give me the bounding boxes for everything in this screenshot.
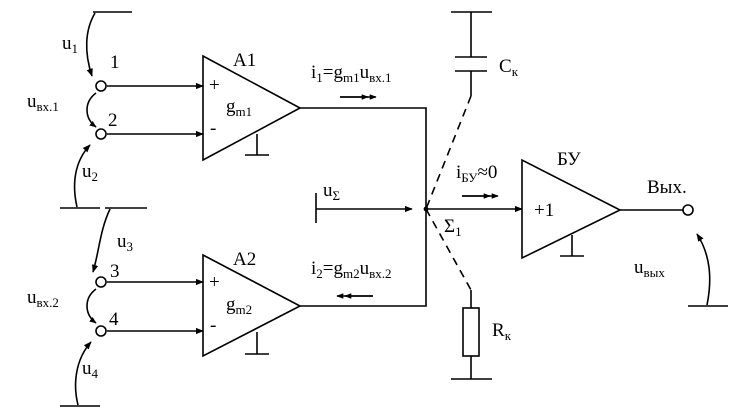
u-out-label: uвых [634, 257, 665, 280]
a1-gm-main: g [226, 96, 236, 117]
a1-gm: gm1 [226, 96, 252, 119]
output-terminal [682, 204, 694, 216]
a2-plus: + [209, 272, 220, 293]
u-in2-label: uвх.2 [27, 287, 59, 310]
u3-sub: 3 [127, 239, 134, 254]
sigma1-main: Σ [444, 216, 455, 237]
node-3-label: 3 [110, 261, 120, 282]
rk-sub: к [505, 328, 512, 343]
amplifier-a2 [202, 253, 302, 358]
u-in1-label: uвх.1 [27, 91, 59, 114]
u3-arrow [92, 208, 111, 273]
a2-gm-sub: m2 [236, 302, 253, 317]
i1-s2: m1 [343, 70, 360, 85]
a2-label: A2 [233, 249, 256, 270]
u4-main: u [82, 358, 92, 379]
node-1-label: 1 [110, 52, 120, 73]
i2-p1: i [311, 258, 316, 279]
u4-arrow [74, 341, 92, 406]
u-out-sub: вых [644, 265, 666, 280]
u-in2-main: u [27, 287, 37, 308]
terminal-1 [95, 80, 107, 92]
u1-main: u [62, 33, 72, 54]
terminal-2 [95, 128, 107, 140]
u-out-arrow [696, 233, 711, 306]
a1-label: A1 [233, 50, 256, 71]
u1-arrow [85, 12, 96, 77]
u1-sub: 1 [72, 41, 79, 56]
node-2-label: 2 [108, 110, 118, 131]
i2-p3: u [360, 258, 370, 279]
i1-s3: вх.1 [369, 70, 391, 85]
u1-label: u1 [62, 33, 78, 56]
buffer-gain: +1 [534, 200, 554, 221]
a1-output-wire [300, 107, 427, 209]
u-in2-arrow [86, 288, 97, 324]
terminal-4 [95, 325, 107, 337]
i1-s1: 1 [316, 70, 323, 85]
node-4-label: 4 [109, 309, 119, 330]
u2-arrow [73, 144, 91, 208]
i2-s2: m2 [343, 266, 360, 281]
u-in1-main: u [27, 91, 37, 112]
i2-s3: вх.2 [369, 266, 391, 281]
a2-gm-main: g [226, 294, 236, 315]
u4-label: u4 [82, 358, 99, 381]
i2-p2: =g [323, 258, 344, 279]
i1-p1: i [311, 62, 316, 83]
a2-minus: - [210, 315, 216, 336]
i2-label: i2=gm2uвх.2 [311, 258, 392, 281]
sigma1-label: Σ1 [444, 216, 462, 239]
ibu-p2: ≈0 [478, 162, 498, 183]
u-sigma-label: uΣ [323, 180, 340, 203]
u2-sub: 2 [92, 169, 99, 184]
resistor-rk [425, 208, 492, 380]
amplifier-a1 [202, 54, 302, 162]
ibu-p1: i [456, 162, 461, 183]
u2-main: u [82, 161, 92, 182]
a1-minus: - [210, 118, 216, 139]
a2-gm: gm2 [226, 294, 252, 317]
sigma1-sub: 1 [455, 224, 462, 239]
a1-plus: + [209, 75, 220, 96]
i1-p3: u [360, 62, 370, 83]
u3-main: u [117, 231, 127, 252]
ibu-label: iБУ≈0 [456, 162, 497, 185]
ck-sub: к [512, 64, 519, 79]
u-out-main: u [634, 257, 644, 278]
u3-label: u3 [117, 231, 133, 254]
ibu-s1: БУ [461, 170, 478, 185]
output-label: Вых. [647, 177, 687, 198]
ck-main: C [499, 56, 512, 77]
ck-label: Cк [499, 56, 519, 79]
i1-label: i1=gm1uвх.1 [311, 62, 392, 85]
u-in1-sub: вх.1 [37, 99, 59, 114]
u-in2-sub: вх.2 [37, 295, 59, 310]
u-in1-arrow [86, 92, 97, 128]
rk-label: Rк [492, 320, 512, 343]
u-sigma-sub: Σ [333, 188, 341, 203]
capacitor-ck [425, 11, 492, 210]
rk-main: R [492, 320, 505, 341]
i1-p2: =g [323, 62, 344, 83]
a2-output-wire [300, 209, 427, 307]
u4-sub: 4 [92, 366, 99, 381]
terminal-3 [95, 276, 107, 288]
a1-gm-sub: m1 [236, 104, 253, 119]
u2-label: u2 [82, 161, 98, 184]
buffer-label: БУ [557, 149, 581, 170]
u-sigma-main: u [323, 180, 333, 201]
i2-s1: 2 [316, 266, 323, 281]
summing-junction-dot [423, 206, 429, 212]
